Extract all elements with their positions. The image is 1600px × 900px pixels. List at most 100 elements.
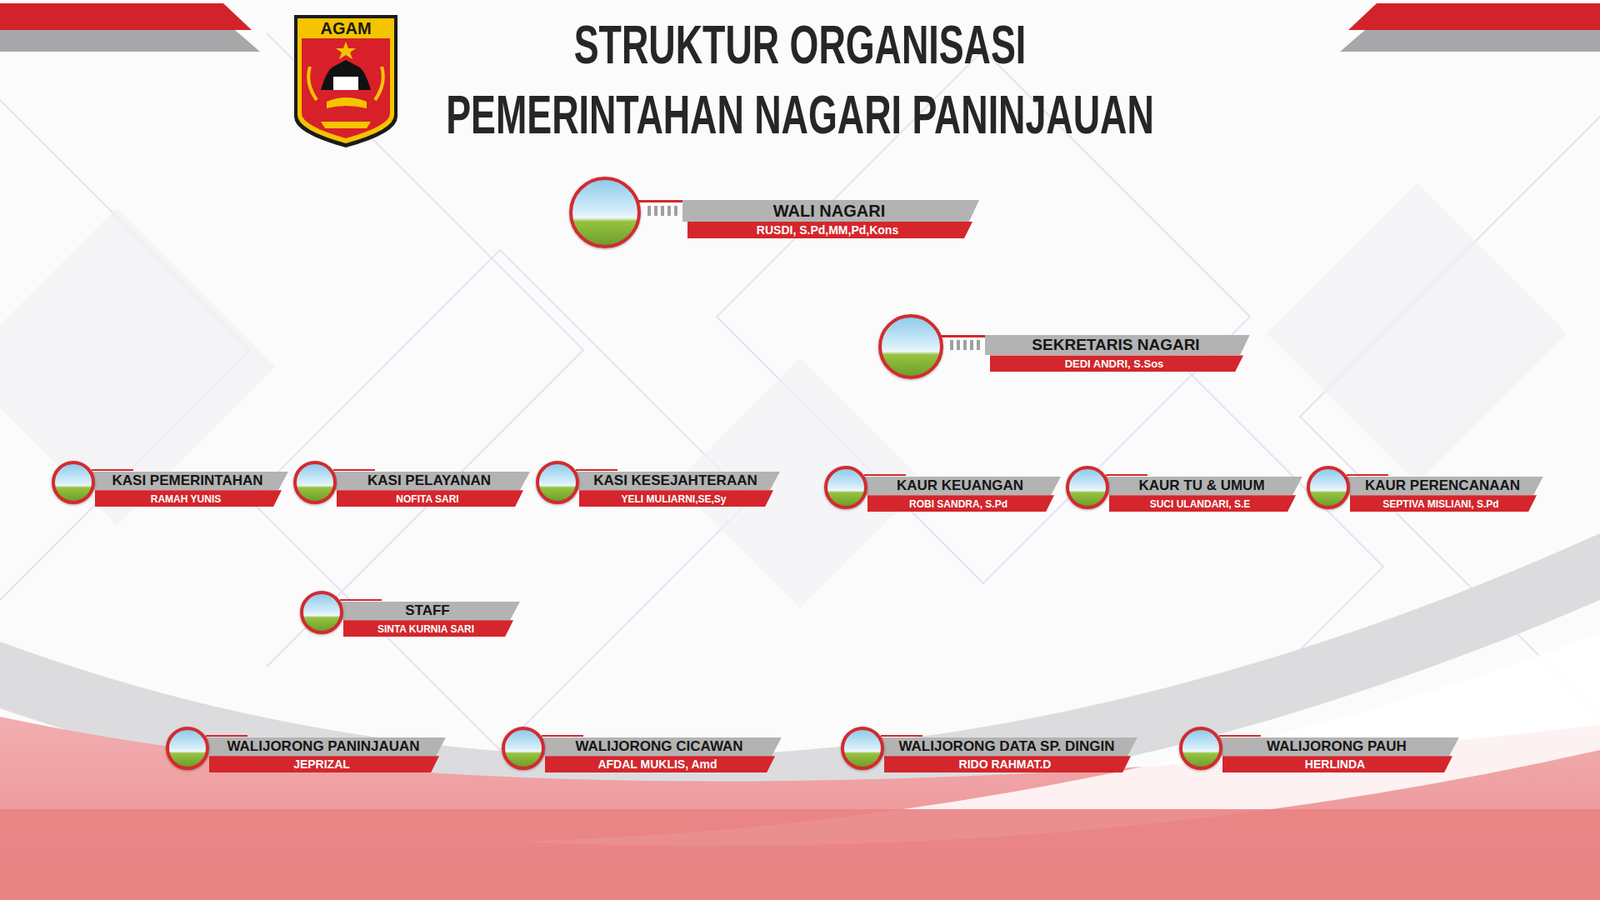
- corner-bar: [0, 3, 252, 30]
- position-card: WALIJORONG PANINJAUAN JEPRIZAL: [165, 726, 446, 770]
- person-name: AFDAL MUKLIS, Amd: [597, 757, 717, 772]
- title-banner: KASI PELAYANANNOFITA SARI: [331, 471, 530, 507]
- name-band: ROBI SANDRA, S.Pd: [867, 495, 1055, 512]
- title-band: WALIJORONG PAUH: [1217, 737, 1460, 756]
- photo-frame: [824, 465, 868, 510]
- photo-frame: [1179, 726, 1223, 770]
- position-card: KAUR KEUANGAN ROBI SANDRA, S.Pd: [824, 465, 1061, 510]
- title-band: WALIJORONG DATA SP. DINGIN: [879, 737, 1138, 756]
- photo-frame: [165, 726, 210, 770]
- accent-line: [541, 735, 584, 737]
- logo-wreath: [308, 66, 384, 100]
- name-band: YELI MULIARNI,SE,Sy: [579, 490, 774, 507]
- pattern-diamonds: [0, 183, 1567, 609]
- position-title: WALIJORONG DATA SP. DINGIN: [898, 738, 1115, 755]
- photo-frame: [51, 460, 95, 505]
- position-title: KAUR TU & UMUM: [1138, 477, 1265, 495]
- photo-frame: [535, 460, 580, 505]
- title-banner: KAUR KEUANGAN ROBI SANDRA, S.Pd: [862, 476, 1061, 512]
- accent-line: [575, 469, 618, 471]
- position-card: WALIJORONG CICAWAN AFDAL MUKLIS, Amd: [501, 726, 782, 770]
- position-card: KASI PEMERINTAHAN RAMAH YUNIS: [51, 460, 289, 505]
- name-band: SEPTIVA MISLIANI, S.Pd: [1350, 495, 1537, 512]
- position-card: KASI KESEJAHTERAAN YELI MULIARNI,SE,Sy: [535, 460, 780, 505]
- accent-line: [205, 735, 248, 737]
- photo-frame: [293, 460, 337, 505]
- person-name: JEPRIZAL: [293, 757, 350, 772]
- title-band: KASI PEMERINTAHAN: [90, 471, 289, 490]
- accent-line: [333, 469, 375, 471]
- person-name: YELI MULIARNI,SE,Sy: [620, 493, 726, 505]
- corner-bar: [1348, 3, 1600, 30]
- name-band: RIDO RAHMAT.D: [884, 755, 1131, 773]
- accent-line: [91, 469, 134, 471]
- position-title: WALIJORONG CICAWAN: [575, 738, 743, 755]
- position-title: KASI KESEJAHTERAAN: [593, 472, 757, 490]
- photo-frame: [1065, 465, 1110, 510]
- name-band: RUSDI, S.Pd,MM,Pd,Kons: [687, 221, 973, 239]
- logo-tiger: [326, 97, 367, 109]
- chart-title: STRUKTUR ORGANISASI PEMERINTAHAN NAGARI …: [432, 10, 1168, 150]
- title-band: KASI PELAYANAN: [331, 471, 530, 490]
- person-name: SUCI ULANDARI, S.E: [1150, 498, 1251, 510]
- title-banner: WALIJORONG PANINJAUAN JEPRIZAL: [204, 737, 446, 773]
- position-card: WALIJORONG DATA SP. DINGIN RIDO RAHMAT.D: [840, 726, 1138, 770]
- person-name: RAMAH YUNIS: [150, 493, 221, 505]
- title-band: WALIJORONG PANINJAUAN: [204, 737, 446, 756]
- title-band: KAUR KEUANGAN: [862, 476, 1061, 495]
- person-name: RUSDI, S.Pd,MM,Pd,Kons: [756, 223, 899, 238]
- name-band: HERLINDA: [1222, 755, 1453, 773]
- agam-logo: [294, 15, 398, 148]
- name-band: AFDAL MUKLIS, Amd: [545, 755, 775, 773]
- name-band: NOFITA SARI: [336, 490, 524, 507]
- position-title: KAUR KEUANGAN: [896, 477, 1024, 495]
- logo-house: [333, 76, 359, 90]
- position-title: KASI PEMERINTAHAN: [111, 472, 263, 490]
- name-band: SUCI ULANDARI, S.E: [1109, 495, 1296, 512]
- logo-shield: [294, 15, 398, 148]
- accent-line: [1105, 474, 1148, 476]
- bottom-band: [0, 809, 1600, 900]
- position-card: WALIJORONG PAUHHERLINDA: [1179, 726, 1460, 770]
- title-banner: WALI NAGARI RUSDI, S.Pd,MM,Pd,Kons: [682, 200, 980, 239]
- position-card: SEKRETARIS NAGARI DEDI ANDRI, S.Sos: [878, 314, 1250, 380]
- logo-shield: [297, 18, 395, 144]
- position-card: KASI PELAYANANNOFITA SARI: [293, 460, 530, 505]
- title-band: WALIJORONG CICAWAN: [540, 737, 782, 756]
- corner-bar: [0, 30, 260, 52]
- person-name: ROBI SANDRA, S.Pd: [909, 498, 1008, 510]
- title-band: KASI KESEJAHTERAAN: [574, 471, 780, 490]
- accent-line: [880, 735, 923, 737]
- title-band: WALI NAGARI: [682, 200, 980, 222]
- corner-bar: [1340, 30, 1600, 52]
- position-title: KASI PELAYANAN: [367, 472, 491, 490]
- person-name: DEDI ANDRI, S.Sos: [1065, 357, 1165, 371]
- title-banner: KAUR TU & UMUM SUCI ULANDARI, S.E: [1104, 476, 1303, 512]
- position-title: WALIJORONG PANINJAUAN: [226, 738, 420, 755]
- pink-band: [0, 716, 1600, 900]
- accent-line: [864, 474, 906, 476]
- title-band: SEKRETARIS NAGARI: [985, 335, 1250, 356]
- logo-shield: [301, 38, 390, 139]
- position-title: WALI NAGARI: [773, 200, 885, 221]
- person-name: HERLINDA: [1305, 757, 1365, 772]
- logo-text: AGAM: [297, 18, 395, 39]
- photo-frame: [840, 726, 885, 770]
- title-band: KAUR TU & UMUM: [1104, 476, 1303, 495]
- position-title: SEKRETARIS NAGARI: [1031, 335, 1200, 355]
- person-name: RIDO RAHMAT.D: [959, 757, 1052, 772]
- accent-stripes: [647, 205, 680, 216]
- position-card: STAFF SINTA KURNIA SARI: [300, 590, 520, 635]
- person-name: SINTA KURNIA SARI: [377, 623, 475, 635]
- position-card: KAUR TU & UMUM SUCI ULANDARI, S.E: [1065, 465, 1303, 510]
- title-banner: SEKRETARIS NAGARI DEDI ANDRI, S.Sos: [985, 335, 1250, 373]
- photo-frame: [501, 726, 545, 770]
- person-name: SEPTIVA MISLIANI, S.Pd: [1382, 498, 1499, 510]
- name-band: DEDI ANDRI, S.Sos: [990, 355, 1244, 372]
- position-card: WALI NAGARI RUSDI, S.Pd,MM,Pd,Kons: [569, 176, 980, 249]
- title-banner: KASI PEMERINTAHAN RAMAH YUNIS: [90, 471, 289, 507]
- position-title: STAFF: [405, 602, 450, 620]
- name-band: JEPRIZAL: [209, 755, 440, 773]
- title-banner: STAFF SINTA KURNIA SARI: [338, 601, 520, 637]
